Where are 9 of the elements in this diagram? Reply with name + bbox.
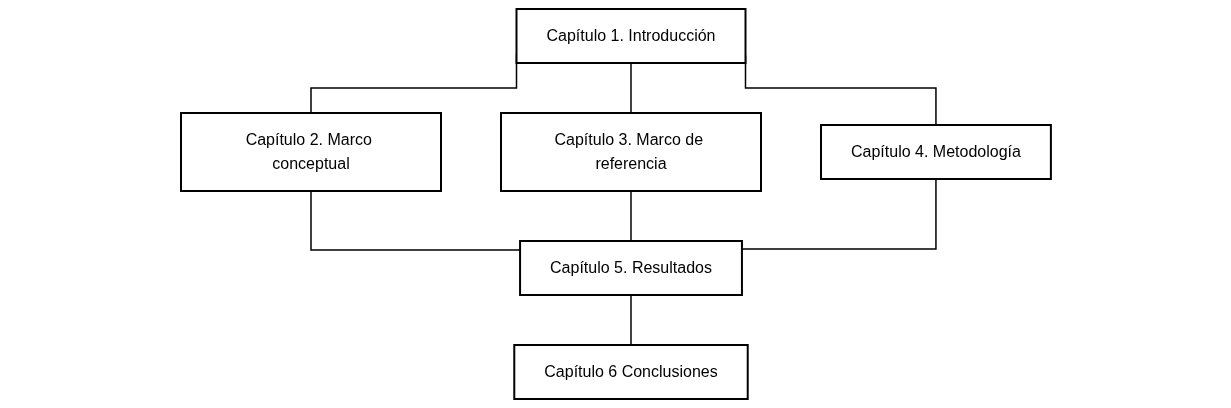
- node-box: Capítulo 5. Resultados: [518, 240, 743, 296]
- node-box: Capítulo 6 Conclusiones: [512, 344, 749, 400]
- node-box: Capítulo 2. Marco conceptual: [179, 112, 442, 192]
- node-box: Capítulo 3. Marco de referencia: [499, 112, 762, 192]
- connector: [629, 190, 632, 242]
- node-box: Capítulo 4. Metodología: [819, 124, 1052, 180]
- node-box: Capítulo 1. Introducción: [515, 8, 747, 64]
- connector: [629, 62, 632, 114]
- connector: [629, 294, 632, 346]
